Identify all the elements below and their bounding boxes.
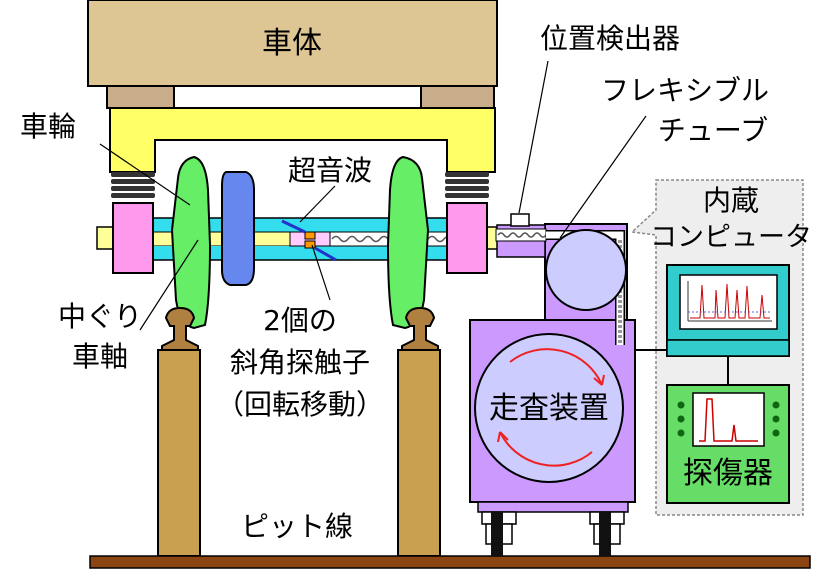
flaw-detector-label: 探傷器	[683, 456, 773, 491]
hollow-axle-label-2: 車軸	[72, 340, 128, 373]
wheel-label: 車輪	[20, 110, 76, 143]
rotation-arrow-head-bottom	[497, 431, 509, 443]
scanner-reel	[545, 229, 627, 311]
car-body-pad-left	[106, 85, 175, 109]
rotation-arrow-bottom	[499, 431, 593, 467]
computer-label-1: 内蔵	[703, 184, 759, 217]
leader-hollow-axle	[139, 239, 199, 331]
ground-line	[89, 555, 811, 569]
leader-wheel	[99, 143, 191, 206]
spring-right	[445, 172, 489, 202]
probe-upper	[304, 231, 316, 240]
flaw-detector-knobs	[677, 401, 780, 437]
cart-wheel-right	[589, 511, 625, 556]
position-detector-label: 位置検出器	[540, 22, 680, 55]
probes-label-2: 斜角探触子	[230, 346, 370, 379]
probes-label-1: 2個の	[263, 304, 337, 337]
flaw-detector-screen	[692, 392, 765, 447]
ultrasonic-beam-upper	[281, 219, 306, 234]
ultrasonic-label: 超音波	[288, 154, 372, 187]
ultrasonic-beam-lower	[314, 246, 337, 262]
probes-label-3: （回転移動）	[216, 388, 384, 421]
rail-right	[397, 306, 441, 557]
car-body-label: 車体	[262, 26, 322, 61]
axle-box-left	[112, 202, 154, 274]
leader-probes	[311, 244, 331, 301]
computer-keyboard	[666, 339, 790, 357]
leader-position-detector	[518, 60, 549, 214]
car-body-pad-right	[420, 85, 495, 109]
car-body	[87, 0, 498, 87]
wheel-left	[170, 155, 212, 330]
wheel-right	[386, 155, 430, 330]
scanner-label: 走査装置	[489, 391, 609, 426]
computer-waveform	[687, 281, 772, 322]
scanner-disc	[474, 333, 624, 483]
spring-left	[111, 172, 155, 202]
leader-flexible-tube	[559, 115, 647, 239]
flaw-detector-waveform	[699, 398, 758, 442]
cart-wheel-left	[481, 511, 517, 556]
pit-line-label: ピット線	[241, 510, 353, 543]
rail-left	[157, 306, 201, 557]
computer-label-2: コンピュータ	[650, 222, 812, 253]
leader-ultrasonic	[299, 185, 336, 223]
hollow-axle-label-1: 中ぐり	[58, 300, 142, 333]
axle-box-right	[446, 202, 488, 274]
rotation-arrow-head-top	[593, 374, 605, 386]
flexible-tube-label-2: チューブ	[658, 114, 768, 147]
position-detector	[510, 213, 530, 227]
scanner-base	[477, 501, 629, 513]
rotation-arrow-top	[509, 348, 603, 386]
flexible-tube-label-1: フレキシブル	[601, 74, 769, 107]
brake-disc	[221, 171, 255, 286]
probe-lower	[304, 240, 316, 249]
